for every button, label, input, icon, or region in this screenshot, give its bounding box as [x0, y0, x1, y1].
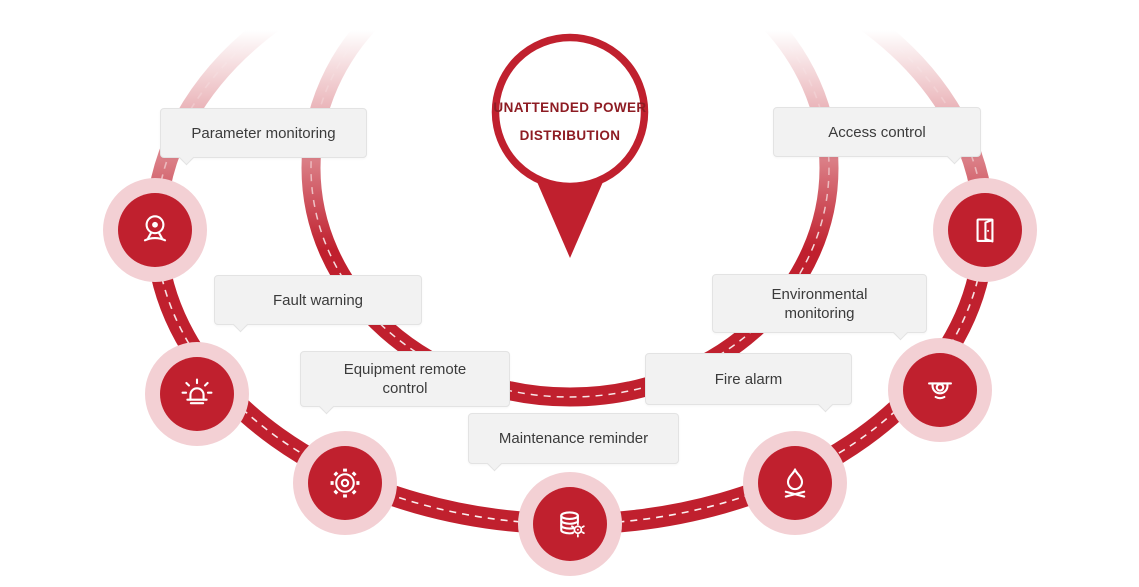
node-core [308, 446, 382, 520]
label-text: Fault warning [272, 291, 364, 309]
center-pin-title: UNATTENDED POWER DISTRIBUTION [485, 100, 655, 144]
gear-icon [330, 468, 360, 498]
pin-circle [491, 33, 649, 191]
node-core [948, 193, 1022, 267]
pin-pointer [531, 168, 609, 258]
flame-icon [784, 468, 806, 498]
label-environmental-monitoring: Environmental monitoring [712, 274, 927, 333]
node-core [533, 487, 607, 561]
label-fire-alarm: Fire alarm [645, 353, 852, 405]
label-text: Parameter monitoring [191, 124, 336, 142]
node-equipment-remote-control [293, 431, 397, 535]
siren-icon [181, 378, 213, 405]
node-core [758, 446, 832, 520]
database-gear-icon [560, 511, 585, 538]
node-fault-warning [145, 342, 249, 446]
node-maintenance-reminder [518, 472, 622, 576]
label-text: Environmental monitoring [771, 285, 868, 322]
door-icon [976, 218, 994, 243]
label-text: Fire alarm [714, 370, 783, 388]
node-core [160, 357, 234, 431]
label-equipment-remote-control: Equipment remote control [300, 351, 510, 407]
node-parameter-monitoring [103, 178, 207, 282]
node-core [903, 353, 977, 427]
title-line-2: DISTRIBUTION [519, 128, 621, 143]
node-fire-alarm [743, 431, 847, 535]
dome-camera-icon [928, 382, 952, 400]
label-maintenance-reminder: Maintenance reminder [468, 413, 679, 464]
label-text: Maintenance reminder [498, 430, 649, 447]
label-text: Equipment remote control [343, 361, 467, 397]
node-access-control [933, 178, 1037, 282]
label-access-control: Access control [773, 107, 981, 157]
inner-ring-dashes [310, 0, 830, 398]
webcam-icon [143, 215, 167, 242]
node-environmental-monitoring [888, 338, 992, 442]
node-core [118, 193, 192, 267]
label-fault-warning: Fault warning [214, 275, 422, 325]
title-line-1: UNATTENDED POWER [493, 100, 647, 115]
label-parameter-monitoring: Parameter monitoring [160, 108, 367, 158]
label-text: Access control [828, 123, 926, 141]
